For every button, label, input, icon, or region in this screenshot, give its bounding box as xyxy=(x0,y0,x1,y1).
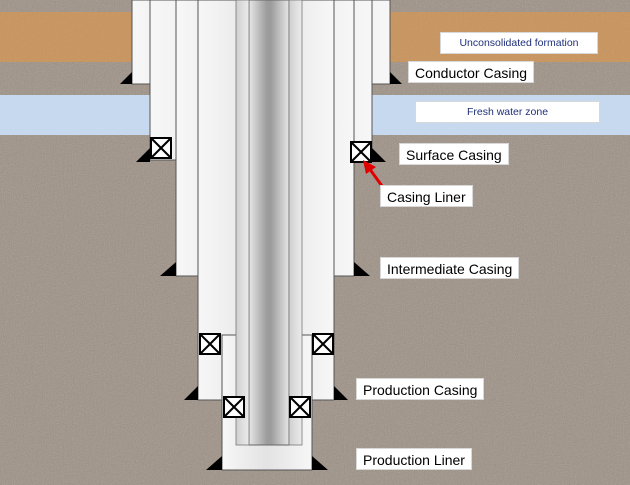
production-liner-label: Production Liner xyxy=(356,448,472,470)
surface-casing-label: Surface Casing xyxy=(399,143,509,165)
casing-shoes xyxy=(120,72,402,470)
production-casing-label: Production Casing xyxy=(356,378,485,400)
intermediate-casing-label: Intermediate Casing xyxy=(380,257,520,279)
packers xyxy=(150,137,372,418)
casing-liner-label: Casing Liner xyxy=(380,185,473,207)
unconsolidated-formation-label: Unconsolidated formation xyxy=(440,32,598,54)
casing-liner-arrow xyxy=(363,160,384,187)
fresh-water-zone-label: Fresh water zone xyxy=(415,101,600,123)
conductor-casing-label: Conductor Casing xyxy=(408,61,535,83)
tubing-string xyxy=(248,0,290,446)
